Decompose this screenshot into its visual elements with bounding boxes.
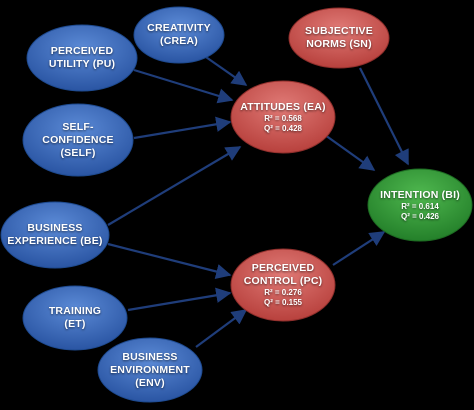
arrow-be-pc (107, 242, 232, 280)
arrow-env-pc (195, 309, 248, 348)
node-pc (230, 248, 336, 322)
node-self (22, 103, 134, 177)
node-ea (230, 80, 336, 154)
arrow-self-ea (133, 116, 232, 140)
node-env (97, 337, 203, 403)
arrow-crea-ea (202, 54, 248, 86)
construct-nodes (0, 6, 473, 403)
node-et (22, 285, 128, 351)
node-bi (367, 168, 473, 242)
node-crea (133, 6, 225, 64)
node-pu (26, 24, 138, 92)
node-sn (288, 7, 390, 69)
arrow-ea-bi (324, 134, 376, 171)
arrow-sn-bi (359, 67, 409, 166)
arrow-pu-ea (133, 68, 234, 104)
arrow-pc-bi (332, 231, 386, 266)
arrow-et-pc (127, 287, 232, 312)
path-arrows (107, 54, 409, 348)
arrow-be-ea (107, 146, 242, 226)
node-be (0, 201, 110, 269)
